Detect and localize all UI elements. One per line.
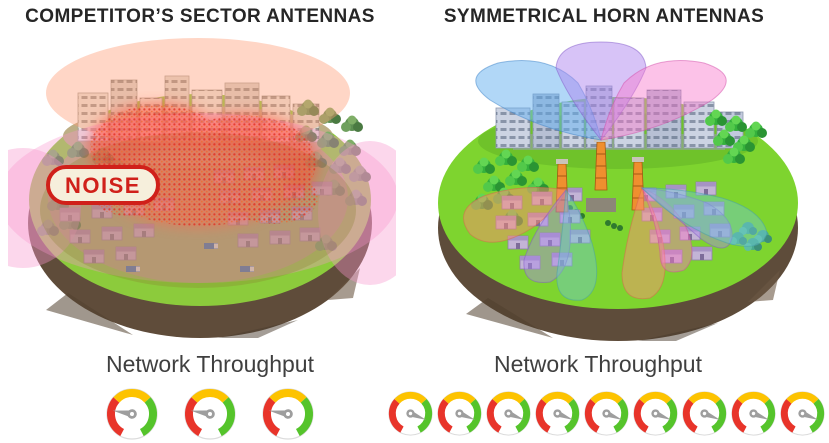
right-throughput-gauges	[383, 391, 829, 436]
gauge-needle	[699, 409, 720, 420]
gauge-icon	[436, 391, 482, 436]
gauge-needle	[405, 409, 426, 420]
gauge-icon	[262, 388, 314, 440]
horn-beams	[463, 41, 768, 301]
left-panel-title: COMPETITOR’S SECTOR ANTENNAS	[25, 6, 375, 27]
gauge-needle	[112, 409, 137, 419]
gauge-icon	[184, 388, 236, 440]
gauge-needle	[503, 409, 524, 420]
gauge-needle	[748, 409, 769, 420]
gauge-needle	[650, 409, 671, 420]
right-throughput-label: Network Throughput	[494, 351, 702, 377]
gauge-icon	[779, 391, 825, 436]
gauge-icon	[730, 391, 776, 436]
gauge-needle	[454, 409, 475, 420]
gauge-icon	[534, 391, 580, 436]
gauge-icon	[106, 388, 158, 440]
left-illustration-sector-antennas: NOISE	[8, 38, 396, 338]
gauge-needle	[797, 409, 818, 420]
gauge-needle	[268, 409, 293, 419]
gauge-needle	[190, 409, 215, 419]
right-illustration-horn-antennas	[438, 41, 798, 341]
noise-badge: NOISE	[46, 165, 160, 205]
interference-noise-cloud	[88, 103, 318, 228]
noise-badge-label: NOISE	[65, 173, 141, 198]
gauge-needle	[552, 409, 573, 420]
gauge-icon	[681, 391, 727, 436]
left-throughput-label: Network Throughput	[106, 351, 314, 377]
gauge-needle	[601, 409, 622, 420]
left-throughput-gauges	[50, 388, 370, 440]
gauge-icon	[485, 391, 531, 436]
gauge-icon	[632, 391, 678, 436]
right-panel-title: SYMMETRICAL HORN ANTENNAS	[443, 6, 765, 27]
gauge-icon	[583, 391, 629, 436]
gauge-icon	[387, 391, 433, 436]
